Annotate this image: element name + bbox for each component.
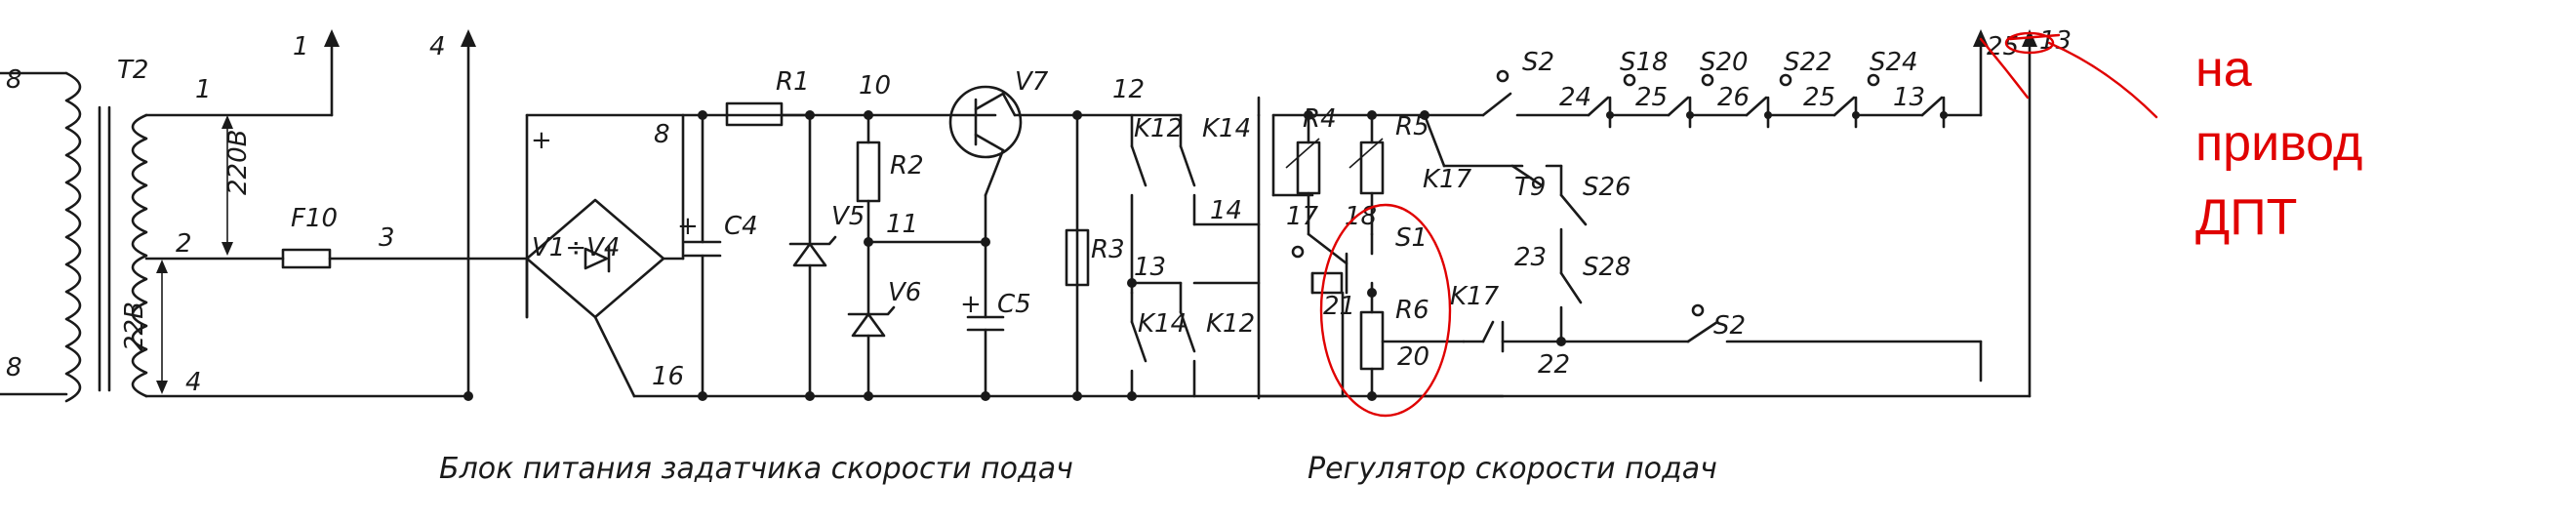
label-t2: T2: [117, 56, 148, 85]
label-k17-bottom: K17: [1450, 282, 1500, 311]
transformer-t2: [0, 29, 470, 403]
label-s2-bottom: S2: [1713, 311, 1746, 341]
node-12: 12: [1112, 75, 1145, 104]
note-line-3: ДПТ: [2195, 189, 2297, 246]
resistor-r2: [856, 113, 987, 247]
r3-block: [1065, 110, 1261, 401]
transistor-v7: [948, 85, 1079, 197]
label-r6: R6: [1395, 296, 1429, 325]
label-s2-top: S2: [1522, 48, 1554, 77]
node-24: 26: [1717, 83, 1750, 112]
label-r2: R2: [890, 151, 924, 181]
caption-power-block: Блок питания задатчика скорости подач: [439, 452, 1073, 486]
label-k12-top: K12: [1134, 114, 1183, 143]
label-k14-bottom: K14: [1138, 309, 1187, 339]
node-25: 25: [1803, 83, 1835, 112]
top-switch-row: [1423, 29, 1989, 129]
node-4-low: 4: [185, 368, 202, 397]
red-annotation-marks: [1319, 31, 2158, 418]
resistor-r1: [725, 101, 997, 127]
label-c5: C5: [997, 290, 1031, 319]
label-s24: S24: [1870, 48, 1918, 77]
label-r1: R1: [776, 67, 810, 97]
label-k14-top: K14: [1202, 114, 1251, 143]
label-s18: S18: [1620, 48, 1669, 77]
node-1: 1: [195, 75, 212, 104]
node-20: 23: [1514, 243, 1547, 272]
label-s26: S26: [1583, 173, 1631, 202]
label-bridge: V1÷V4: [532, 233, 620, 262]
note-line-2: привод: [2195, 115, 2362, 172]
node-9: 16: [652, 362, 684, 391]
node-21: 22: [1538, 350, 1570, 380]
capacitor-c5: [966, 193, 1005, 401]
label-220v: 220В: [223, 130, 253, 195]
node-13: 13: [1134, 253, 1166, 282]
label-r3: R3: [1091, 235, 1125, 264]
plus-sign: +: [531, 126, 552, 155]
node-11: 11: [886, 210, 918, 239]
control-chain: [1257, 29, 2037, 400]
node-1-arrow: 1: [293, 32, 309, 61]
node-4: 4: [429, 32, 446, 61]
label-s28: S28: [1583, 253, 1631, 282]
label-s1: S1: [1395, 223, 1428, 253]
node-26: 13: [1893, 83, 1925, 112]
primary-node-bottom: 8: [6, 353, 22, 382]
node-14: 14: [1210, 196, 1242, 225]
node-18: 20: [1397, 342, 1429, 372]
label-s20: S20: [1700, 48, 1749, 77]
c5-plus: +: [960, 290, 982, 319]
label-s22: S22: [1784, 48, 1832, 77]
label-v5: V5: [831, 202, 865, 231]
label-22v: 22В: [120, 302, 149, 351]
label-k17-top: K17: [1423, 165, 1472, 194]
rail-node-4: [461, 29, 476, 401]
node-17: 21: [1323, 292, 1355, 321]
note-line-1: на: [2195, 41, 2252, 98]
node-22: 24: [1559, 83, 1591, 112]
node-10: 10: [859, 71, 891, 101]
label-v7: V7: [1015, 67, 1049, 97]
label-c4: C4: [724, 212, 758, 241]
zener-v5: [788, 113, 837, 401]
node-3: 3: [379, 223, 395, 253]
node-15: 17: [1286, 202, 1319, 231]
label-r4: R4: [1303, 104, 1337, 134]
caption-regulator: Регулятор скорости подач: [1308, 452, 1717, 486]
node-8: 8: [654, 120, 670, 149]
regulator-r4-r5: [1257, 96, 1466, 401]
label-k12-bottom: K12: [1206, 309, 1255, 339]
fuse-f10: [281, 248, 529, 269]
zener-v6: [847, 240, 896, 401]
node-2: 2: [176, 229, 192, 259]
label-t9: T9: [1514, 173, 1546, 202]
label-v6: V6: [888, 278, 921, 307]
label-r5: R5: [1395, 112, 1429, 141]
primary-node-top: 8: [6, 65, 22, 95]
label-f10: F10: [291, 204, 338, 233]
node-23: 25: [1635, 83, 1668, 112]
c4-plus: +: [677, 212, 699, 241]
bridge-rectifier: [525, 113, 704, 398]
